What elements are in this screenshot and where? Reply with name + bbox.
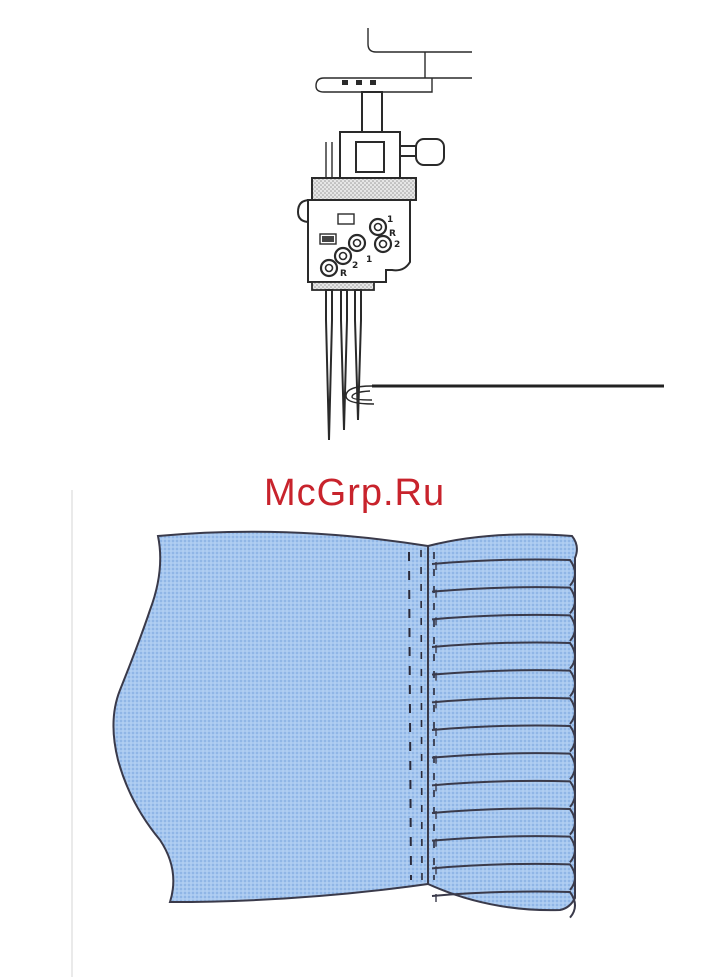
thread-disc xyxy=(370,219,386,235)
presser-foot-hook-inner xyxy=(352,391,372,400)
plate-window-dark xyxy=(322,236,334,242)
triple-needles xyxy=(326,290,361,440)
presser-bar-clamp xyxy=(316,78,472,92)
fabric-flat-panel xyxy=(113,532,428,902)
guide-label: 2 xyxy=(352,261,358,271)
clamp-slot xyxy=(370,80,376,85)
guide-label: 2 xyxy=(394,240,400,250)
thread-disc xyxy=(335,248,351,264)
clamp-plate xyxy=(356,142,384,172)
needle-holder-base xyxy=(312,282,374,290)
presser-foot-hook xyxy=(346,386,374,404)
needle-plate-lines xyxy=(16,386,664,407)
clamp-slot xyxy=(356,80,362,85)
thread-disc xyxy=(349,235,365,251)
machine-arm-outline xyxy=(368,28,472,78)
gathered-fabric xyxy=(113,532,576,918)
needle-bar xyxy=(362,92,382,132)
thumb-screw-shaft xyxy=(400,146,416,156)
machine-head: 1 R 2 2 1 R xyxy=(298,28,472,440)
thread-disc xyxy=(321,260,337,276)
guide-label: R xyxy=(340,269,347,279)
thumb-screw-head xyxy=(416,139,444,165)
guide-label: 1 xyxy=(366,255,372,265)
guide-label: 1 xyxy=(387,215,393,225)
knurled-band xyxy=(312,178,416,200)
needle-right xyxy=(355,290,361,420)
clamp-slot xyxy=(342,80,348,85)
needle-left xyxy=(326,290,332,440)
guide-label: R xyxy=(389,229,396,239)
needle-center xyxy=(341,290,347,430)
watermark-text: McGrp.Ru xyxy=(264,472,445,514)
